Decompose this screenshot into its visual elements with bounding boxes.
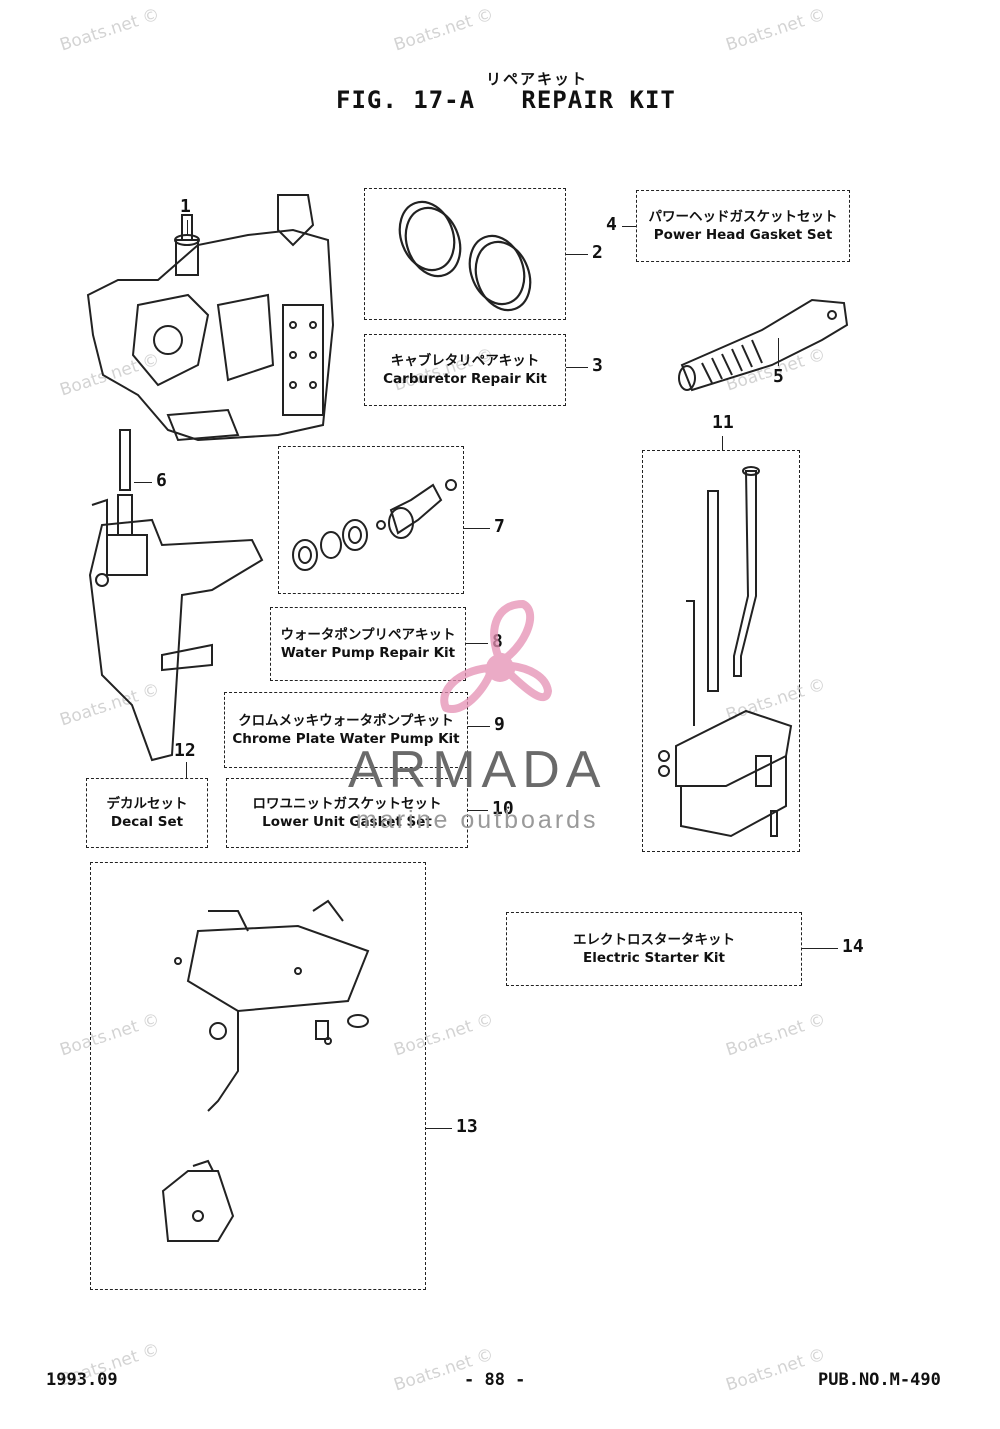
callout-12: 12	[174, 740, 196, 761]
remote-control-kit-box	[90, 862, 426, 1290]
callout-13: 13	[456, 1116, 478, 1137]
leader-line	[778, 338, 779, 366]
callout-11: 11	[712, 412, 734, 433]
carburetor-kit-label-en: Carburetor Repair Kit	[383, 371, 547, 387]
leader-line	[186, 762, 187, 778]
armada-logo-text: ARMADA	[348, 741, 607, 799]
water-pump-kit-label-jp: ウォータポンプリペアキット	[280, 627, 456, 643]
leader-line	[468, 726, 490, 727]
electric-starter-label-jp: エレクトロスタータキット	[573, 932, 735, 948]
decal-set-label-en: Decal Set	[110, 814, 184, 830]
water-pump-parts-box	[278, 446, 464, 594]
armada-propeller-logo	[440, 600, 552, 713]
footer-date: 1993.09	[46, 1370, 118, 1390]
watermark-text: Boats.net ©	[57, 4, 163, 56]
callout-3: 3	[592, 355, 603, 376]
figure-title: FIG. 17-A REPAIR KIT	[336, 86, 676, 114]
footer-page-number: - 88 -	[464, 1370, 526, 1390]
decal-set-label-jp: デカルセット	[106, 796, 188, 812]
watermark-text: Boats.net ©	[723, 1344, 829, 1396]
leader-line	[622, 226, 636, 227]
leader-line	[426, 1128, 452, 1129]
leader-line	[134, 482, 152, 483]
decal-set-box: デカルセット Decal Set	[86, 778, 208, 848]
power-head-illustration	[86, 194, 335, 442]
lower-unit-gasket-set-box: ロワユニットガスケットセット Lower Unit Gasket Set	[226, 778, 468, 848]
remote-control-kit-illustration	[161, 899, 370, 1242]
chrome-plate-water-pump-kit-box: クロムメッキウォータポンプキット Chrome Plate Water Pump…	[224, 692, 468, 768]
leader-line	[464, 528, 490, 529]
figure-title-jp: リペアキット	[486, 70, 589, 88]
callout-14: 14	[842, 936, 864, 957]
drive-shaft-housing-box	[642, 450, 800, 852]
lower-unit-gasket-label-en: Lower Unit Gasket Set	[262, 814, 432, 830]
watermark-text: Boats.net ©	[391, 4, 497, 56]
power-head-gasket-set-box: パワーヘッドガスケットセット Power Head Gasket Set	[636, 190, 850, 262]
leader-line	[566, 254, 588, 255]
lower-unit-illustration	[88, 429, 264, 762]
watermark-text: Boats.net ©	[723, 1009, 829, 1061]
callout-7: 7	[494, 516, 505, 537]
callout-2: 2	[592, 242, 603, 263]
gasket-rings-box	[364, 188, 566, 320]
leader-line	[466, 643, 488, 644]
drive-shaft-housing-illustration	[658, 466, 793, 838]
chrome-pump-kit-label-jp: クロムメッキウォータポンプキット	[238, 713, 454, 729]
callout-9: 9	[494, 714, 505, 735]
chrome-pump-kit-label-en: Chrome Plate Water Pump Kit	[232, 731, 460, 747]
watermark-text: Boats.net ©	[723, 4, 829, 56]
callout-6: 6	[156, 470, 167, 491]
leader-line	[187, 220, 188, 236]
callout-10: 10	[492, 798, 514, 819]
water-pump-repair-kit-box: ウォータポンプリペアキット Water Pump Repair Kit	[270, 607, 466, 681]
water-pump-kit-label-en: Water Pump Repair Kit	[280, 645, 456, 661]
water-pump-parts-illustration	[292, 479, 457, 571]
gasket-rings-illustration	[398, 200, 532, 312]
armada-logo-subtext: marine outboards	[356, 806, 599, 834]
power-head-gasket-label-jp: パワーヘッドガスケットセット	[648, 209, 838, 225]
power-head-gasket-label-en: Power Head Gasket Set	[653, 227, 833, 243]
leader-line	[566, 367, 588, 368]
electric-starter-label-en: Electric Starter Kit	[583, 950, 725, 966]
carburetor-repair-kit-box: キャブレタリペアキット Carburetor Repair Kit	[364, 334, 566, 406]
callout-5: 5	[773, 366, 784, 387]
footer-publication-number: PUB.NO.M-490	[818, 1370, 941, 1390]
leader-line	[802, 948, 838, 949]
leader-line	[722, 436, 723, 450]
carburetor-kit-label-jp: キャブレタリペアキット	[390, 353, 540, 369]
lower-unit-gasket-label-jp: ロワユニットガスケットセット	[252, 796, 442, 812]
callout-1: 1	[180, 196, 191, 217]
leader-line	[468, 810, 488, 811]
electric-starter-kit-box: エレクトロスタータキット Electric Starter Kit	[506, 912, 802, 986]
tiller-grip-illustration	[678, 298, 849, 392]
callout-4: 4	[606, 214, 617, 235]
